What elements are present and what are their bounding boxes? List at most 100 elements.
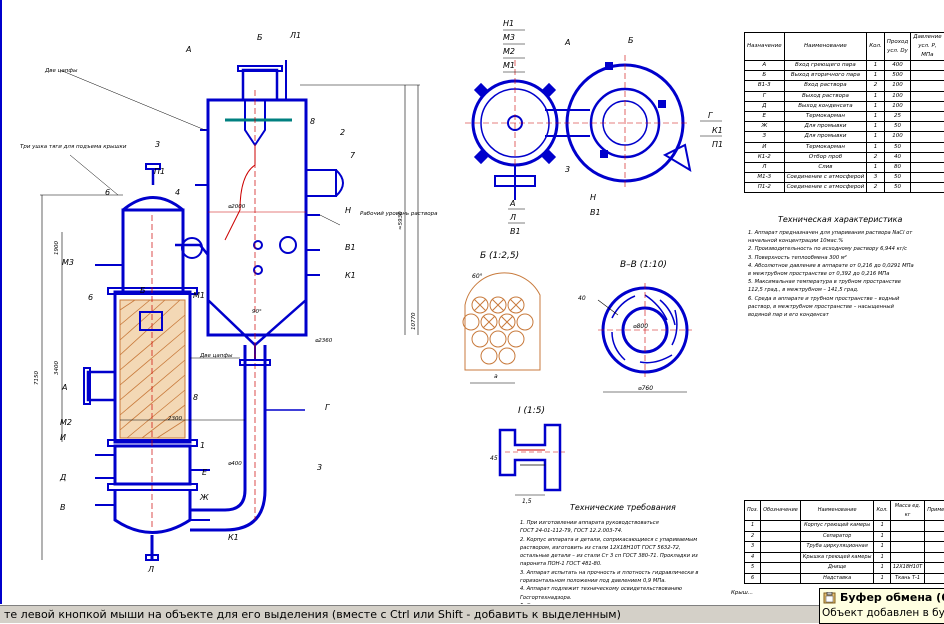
spec-footer-label: Крыш... xyxy=(731,590,753,596)
connections-table-header: Назначение Наименование Кол. Проход усл.… xyxy=(745,33,944,61)
spec-table-cell: 12Х18Н10Т xyxy=(890,563,924,574)
tv-v1: В1 xyxy=(590,208,601,217)
tv-h1: Н1 xyxy=(503,19,514,28)
connections-table-cell: 50 xyxy=(884,183,910,193)
connections-table-cell: 500 xyxy=(884,71,910,81)
tv-b: Б xyxy=(628,36,634,45)
dim-1900: 1900 xyxy=(54,241,60,255)
separator[interactable] xyxy=(195,60,343,360)
tv-3: 3 xyxy=(565,165,570,174)
label-l1-top: Л1 xyxy=(289,31,301,40)
spec-header-qty: Кол. xyxy=(874,501,890,521)
connections-table-cell xyxy=(911,152,944,162)
top-view[interactable] xyxy=(465,55,690,200)
label-b-top: Б xyxy=(257,33,263,42)
status-text: те левой кнопкой мыши на объекте для его… xyxy=(4,608,621,621)
section-b[interactable] xyxy=(463,273,540,383)
section-b-title: Б (1:2,5) xyxy=(480,251,519,261)
tech-requirement-item: 2. Корпус аппарата и детали, соприкасающ… xyxy=(520,536,732,544)
spec-table-cell: Сепаратор xyxy=(800,531,874,542)
label-v1: В1 xyxy=(345,243,356,252)
spec-table-cell: 1 xyxy=(874,552,890,563)
spec-table-cell: Ткань Т-1 xyxy=(890,573,924,584)
spec-table-cell: 1 xyxy=(874,542,890,553)
conn-header-mark: Назначение xyxy=(745,33,785,61)
tv-m2: М2 xyxy=(503,47,515,56)
label-8b: 8 xyxy=(310,117,315,126)
section-vv-d800: ⌀800 xyxy=(633,323,648,330)
label-num4: 4 xyxy=(175,188,180,197)
label-d: Д xyxy=(59,473,66,482)
spec-table-cell: 5 xyxy=(745,563,761,574)
connections-table-cell: 50 xyxy=(884,122,910,132)
spec-table-cell: 3 xyxy=(745,542,761,553)
spec-table-cell: 1 xyxy=(874,573,890,584)
circulation-pipe[interactable] xyxy=(190,345,305,530)
connections-table-cell: Вход греющего пара xyxy=(784,61,867,71)
spec-header-note: Примечание xyxy=(925,501,944,521)
spec-table-cell xyxy=(890,521,924,532)
connections-table-cell xyxy=(911,122,944,132)
tech-characteristic-item: раствор, в межтрубном пространстве – нас… xyxy=(748,303,938,311)
connections-table-cell: 50 xyxy=(884,142,910,152)
tech-characteristic-item: в межтрубном пространстве от 0,392 до 0,… xyxy=(748,270,938,278)
spec-table-cell: 2 xyxy=(745,531,761,542)
section-vv-d760: ⌀760 xyxy=(638,385,653,392)
tv-n: Н xyxy=(590,193,596,202)
dim-2360: ⌀2360 xyxy=(315,338,333,344)
note-sight: Три ушка тяги для подъема крышки xyxy=(20,144,127,150)
tech-characteristic-item: 2. Производительность по исходному раств… xyxy=(748,245,938,253)
spec-table-cell: Труба циркуляционная xyxy=(800,542,874,553)
spec-table-cell xyxy=(761,542,801,553)
spec-table-cell xyxy=(925,552,944,563)
connections-table-cell: 80 xyxy=(884,162,910,172)
tech-requirement-item: паронита ПОН-1 ГОСТ 481-80. xyxy=(520,560,732,568)
tech-characteristic-item: 1. Аппарат предназначен для упаривания р… xyxy=(748,229,938,237)
conn-header-p: Давление усл. Р, МПа xyxy=(911,33,944,61)
label-m1: М1 xyxy=(193,291,205,300)
connections-table-cell: 400 xyxy=(884,61,910,71)
drawing-canvas[interactable]: A Б Л1 2 7 3 П1 4 М3 6 Б М1 А 8 М2 И Д В… xyxy=(0,0,944,604)
note-two-sight-2: Две цапфы xyxy=(199,353,233,359)
label-g: Г xyxy=(325,403,330,412)
section-vv[interactable] xyxy=(598,283,692,392)
connections-table-cell: В1-3 xyxy=(745,81,785,91)
label-z: И xyxy=(60,433,66,442)
connections-table-cell: М1-3 xyxy=(745,173,785,183)
connections-table-cell: Выход вторичного пара xyxy=(784,71,867,81)
connections-table-cell: 2 xyxy=(867,81,885,91)
connections-table-cell: Вход раствора xyxy=(784,81,867,91)
detail-i[interactable] xyxy=(500,425,565,495)
connections-table-cell: 2 xyxy=(867,183,885,193)
spec-header-pos: Поз. xyxy=(745,501,761,521)
label-num3b: 3 xyxy=(317,463,322,472)
clipboard-balloon[interactable]: Буфер обмена (6 и Объект добавлен в буф xyxy=(819,588,944,624)
spec-table-cell: 1 xyxy=(874,563,890,574)
label-num1: 1 xyxy=(200,441,205,450)
spec-table-cell: 1 xyxy=(874,531,890,542)
clipboard-title: Буфер обмена (6 и xyxy=(840,591,944,604)
label-m2: М2 xyxy=(60,418,72,427)
connections-table-cell xyxy=(911,91,944,101)
connections-table-cell: Б xyxy=(745,71,785,81)
connections-table-cell xyxy=(911,111,944,121)
tech-characteristic-item: 4. Абсолютное давление в аппарате от 0,2… xyxy=(748,262,938,270)
connections-table-cell: 40 xyxy=(884,152,910,162)
tv-m3: М3 xyxy=(503,33,515,42)
connections-table-cell: А xyxy=(745,61,785,71)
spec-table-cell: Надставка xyxy=(800,573,874,584)
spec-header-mass: Масса ед. кг xyxy=(890,501,924,521)
connections-table-cell: Термокарман xyxy=(784,111,867,121)
connections-table-cell xyxy=(911,101,944,111)
tv-p1: П1 xyxy=(712,140,723,149)
heating-chamber[interactable] xyxy=(84,164,210,560)
label-zh: Ж xyxy=(199,493,209,502)
spec-table-cell xyxy=(761,563,801,574)
conn-header-qty: Кол. xyxy=(867,33,885,61)
spec-table-cell xyxy=(925,542,944,553)
